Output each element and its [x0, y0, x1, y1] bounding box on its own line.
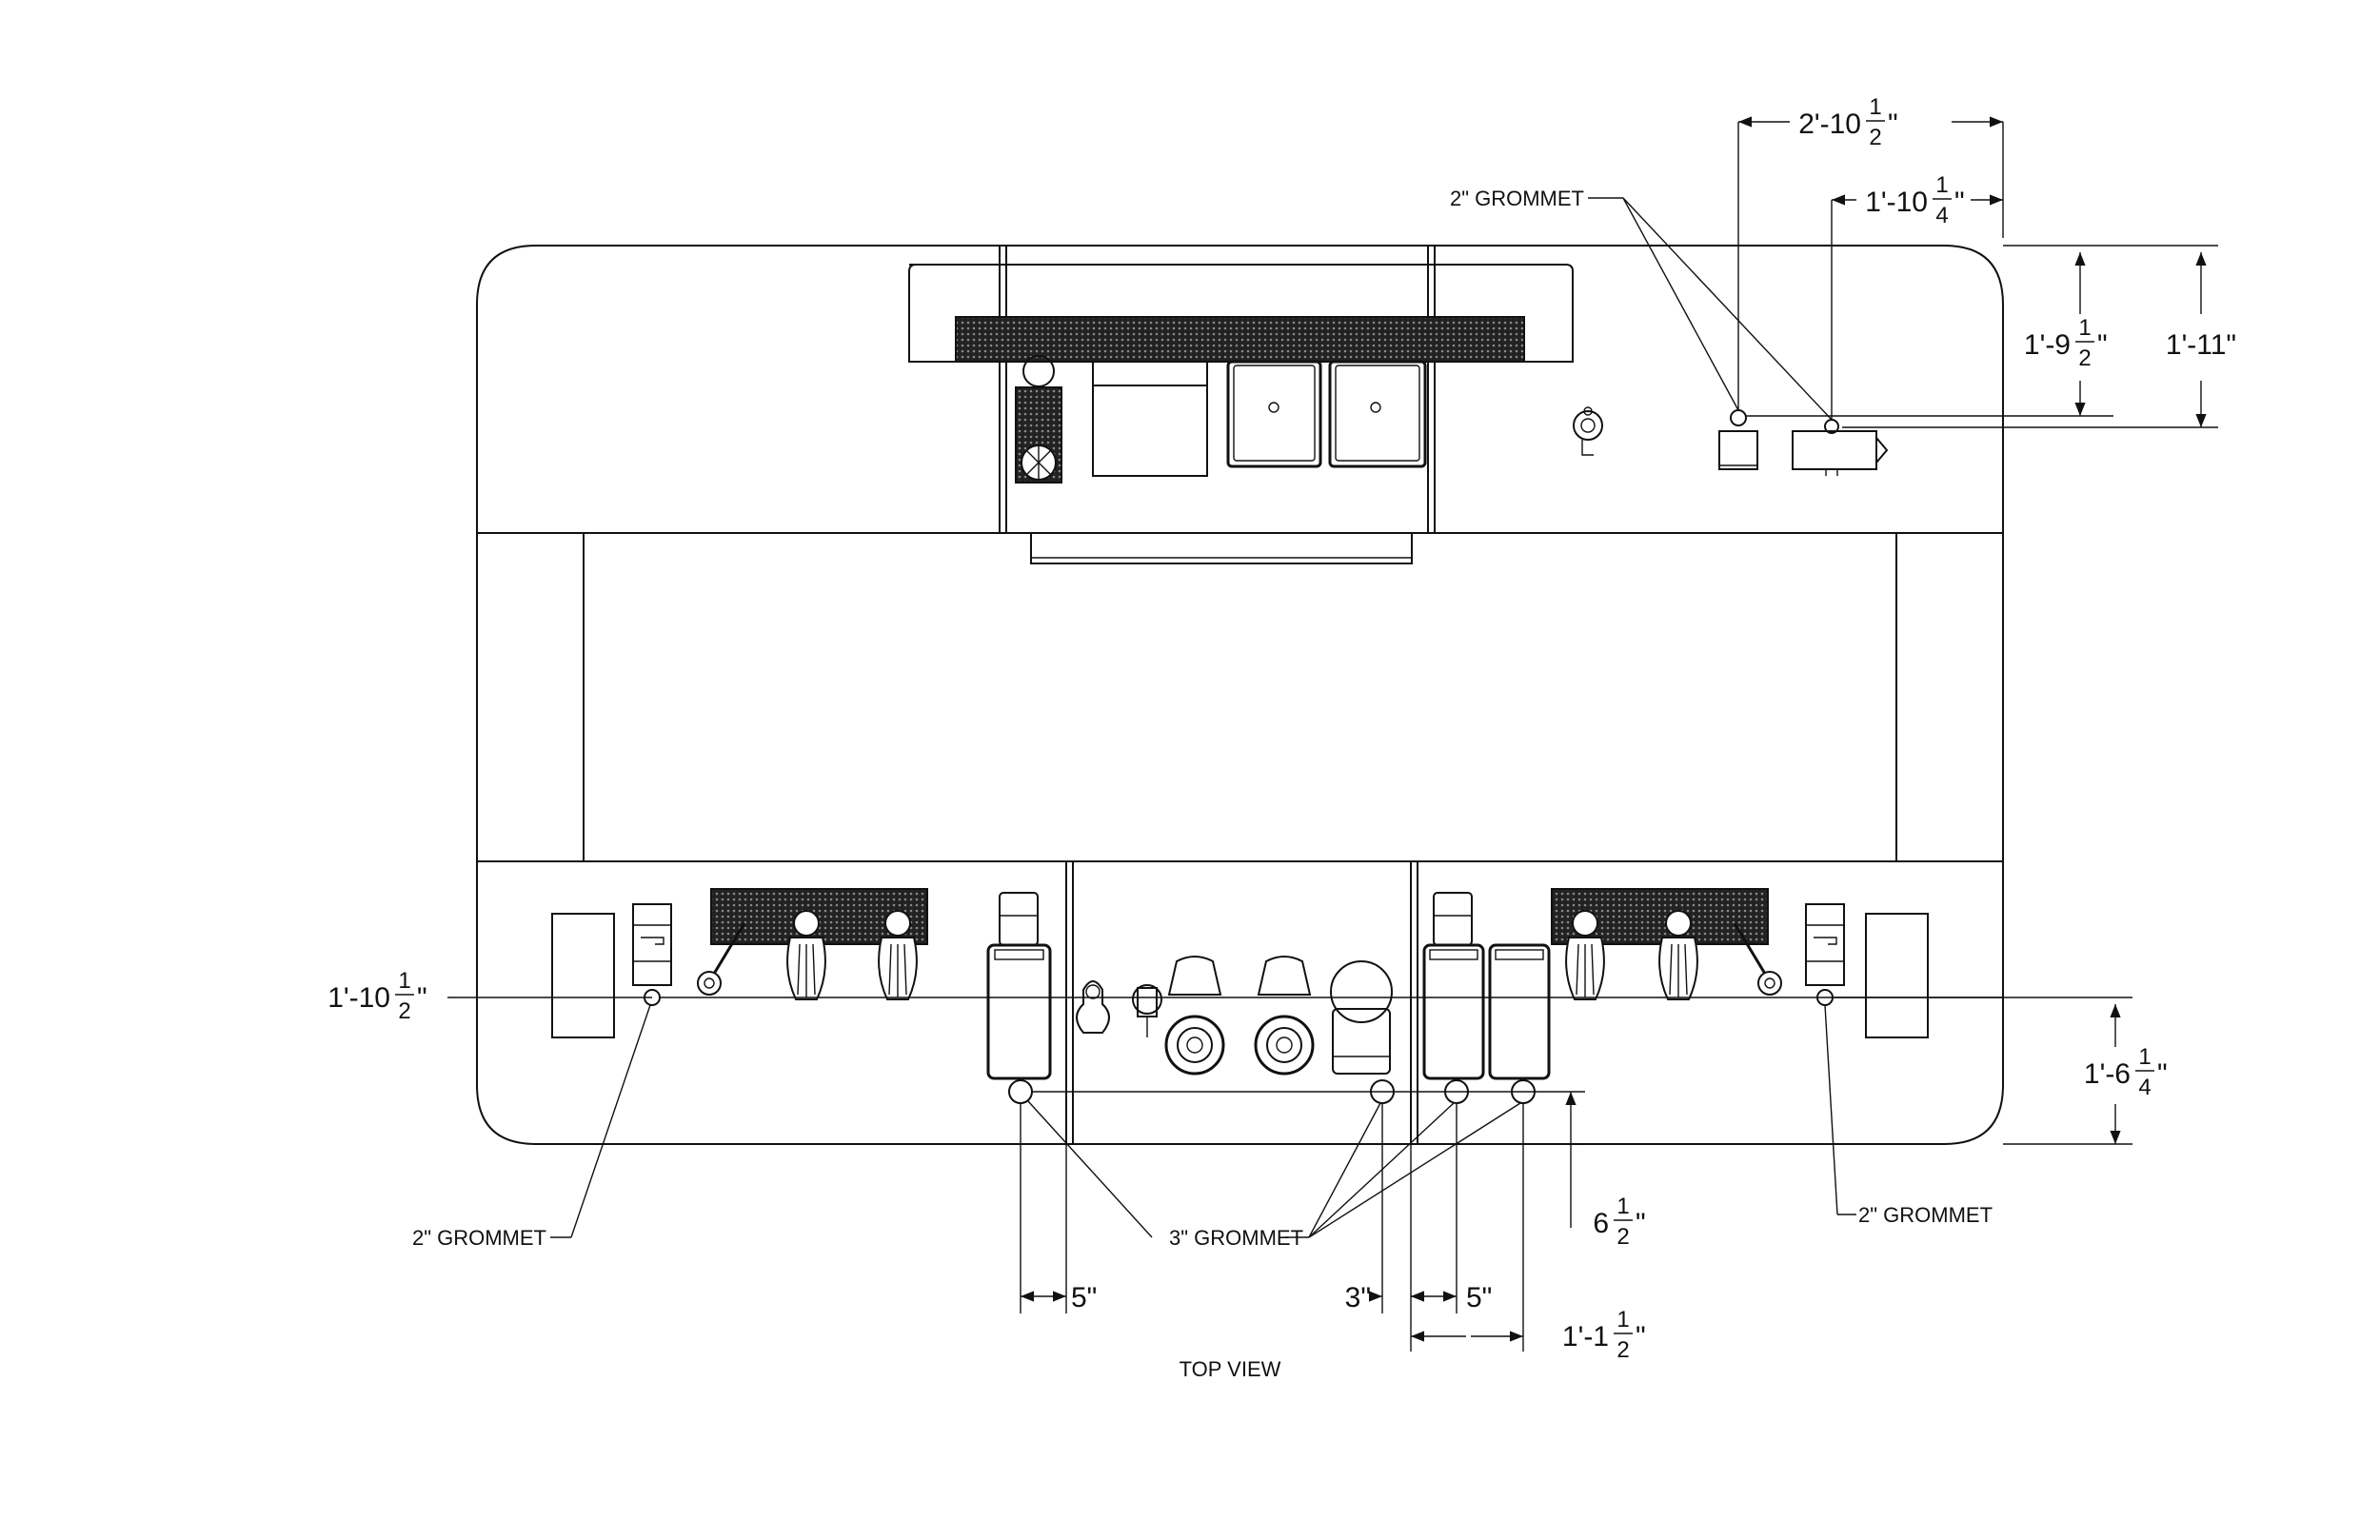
faucet-icon [1573, 406, 1603, 456]
tap-handle-left-1 [786, 910, 826, 1000]
dim-top-height-b: 1'-11" [2166, 329, 2236, 361]
svg-text:2: 2 [1616, 1337, 1629, 1363]
right-small-unit [1805, 903, 1845, 986]
grommet-2-top-label: 2" GROMMET [1450, 187, 1584, 210]
grommet-2-right-label: 2" GROMMET [1858, 1203, 1993, 1227]
svg-text:2'-10: 2'-10 [1798, 109, 1861, 140]
dim-bottom-5-right: 5" [1466, 1282, 1492, 1313]
dim-top-height-a: 1'-9 1 2 " [2024, 315, 2108, 371]
back-bar-drain-ring [1022, 355, 1055, 387]
svg-text:": " [1954, 187, 1965, 218]
svg-text:1: 1 [1869, 94, 1881, 120]
left-small-unit [632, 903, 672, 986]
svg-text:4: 4 [2138, 1075, 2151, 1100]
front-bar-right-station [1422, 888, 1929, 1104]
grommet-3-label: 3" GROMMET [1169, 1226, 1303, 1250]
svg-text:2: 2 [2078, 346, 2091, 371]
svg-text:1: 1 [1616, 1194, 1629, 1219]
svg-text:1'-6: 1'-6 [2084, 1058, 2131, 1090]
counter-outline [476, 245, 2004, 1145]
front-bar-center-station [1076, 956, 1395, 1104]
drain-cup-2 [1254, 956, 1315, 1076]
back-bar-station [908, 264, 1889, 564]
annotation-labels: 2" GROMMET 2" GROMMET 2" GROMMET 3" GROM… [412, 187, 1993, 1381]
svg-text:1'-10: 1'-10 [327, 982, 390, 1014]
drain-grate-left [710, 888, 928, 945]
drain-grate-back [955, 316, 1525, 363]
svg-text:2: 2 [1869, 125, 1881, 150]
svg-text:2: 2 [1616, 1224, 1629, 1250]
svg-text:2: 2 [398, 998, 410, 1024]
dim-bottom-depth: 6 1 2 " [1593, 1194, 1645, 1250]
svg-text:": " [1888, 109, 1898, 140]
fan-icon [1021, 444, 1057, 481]
back-bar-unit-2 [1792, 430, 1877, 470]
soap-dispenser [1076, 980, 1110, 1034]
hand-tool [1132, 984, 1162, 1037]
back-bar-unit-1 [1718, 430, 1758, 470]
svg-text:1: 1 [1935, 172, 1948, 198]
tap-handle-left-2 [878, 910, 918, 1000]
dimension-labels: 2'-10 1 2 " 1'-10 1 4 " 1'-9 1 2 " 1'-11… [327, 94, 2236, 1363]
drain-cup-1 [1164, 956, 1225, 1076]
svg-text:1: 1 [1616, 1307, 1629, 1333]
back-bar-box [1092, 361, 1208, 477]
svg-text:1: 1 [398, 968, 410, 994]
dim-top-width-b: 1'-10 1 4 " [1865, 172, 1964, 228]
svg-text:1: 1 [2078, 315, 2091, 341]
tap-handle-right-1 [1565, 910, 1605, 1000]
dim-top-width-a: 2'-10 1 2 " [1798, 94, 1897, 150]
svg-text:": " [1636, 1321, 1646, 1352]
grommet-3-1 [1008, 1079, 1033, 1104]
dim-left-height: 1'-10 1 2 " [327, 968, 426, 1024]
left-cabinet-panel [551, 913, 615, 1038]
dimension-lines [447, 116, 2218, 1352]
svg-text:1'-1: 1'-1 [1562, 1321, 1609, 1352]
rinser-left [697, 922, 746, 996]
view-title: TOP VIEW [1180, 1357, 1281, 1381]
dim-bottom-3: 3" [1345, 1282, 1371, 1313]
back-bar-ledge [1030, 532, 1413, 564]
svg-text:4: 4 [1935, 203, 1948, 228]
dim-bottom-5-left: 5" [1071, 1282, 1097, 1313]
dim-bottom-span: 1'-1 1 2 " [1562, 1307, 1646, 1363]
svg-text:1'-10: 1'-10 [1865, 187, 1928, 218]
dispenser-left [986, 892, 1052, 1080]
dispenser-right-2 [1488, 943, 1551, 1080]
grommet-2-left-label: 2" GROMMET [412, 1226, 546, 1250]
blender-unit [1330, 960, 1393, 1075]
sink-left [1226, 360, 1322, 468]
svg-text:": " [2097, 329, 2108, 361]
right-cabinet-panel [1865, 913, 1929, 1038]
sink-right [1328, 360, 1427, 468]
svg-text:": " [417, 982, 427, 1014]
dim-right-height: 1'-6 1 4 " [2084, 1044, 2168, 1100]
svg-text:1'-9: 1'-9 [2024, 329, 2071, 361]
grommet-top-1 [1730, 409, 1747, 426]
tap-handle-right-2 [1658, 910, 1698, 1000]
svg-text:6: 6 [1593, 1208, 1609, 1239]
svg-text:": " [1636, 1208, 1646, 1239]
rinser-right [1733, 922, 1782, 996]
front-bar-left-station [551, 888, 1052, 1104]
svg-text:": " [2157, 1058, 2168, 1090]
dispenser-right-1 [1422, 892, 1485, 1080]
leader-lines [550, 197, 1856, 1238]
svg-text:1: 1 [2138, 1044, 2151, 1070]
